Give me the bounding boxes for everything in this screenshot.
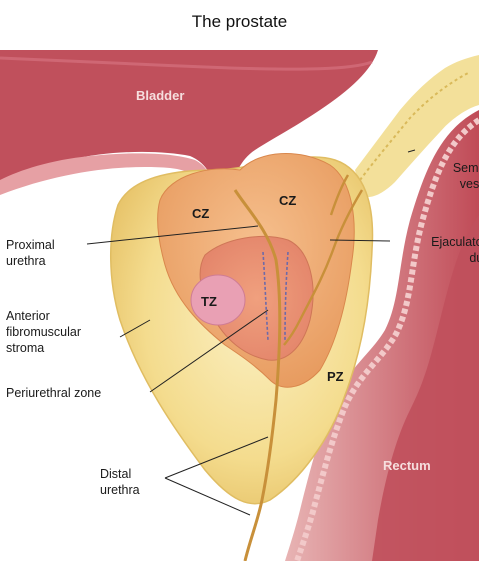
rectum-label: Rectum [383, 458, 431, 473]
zone-tz: TZ [201, 294, 217, 309]
distal-urethra-label: Distal urethra [100, 466, 140, 498]
anterior-stroma-label: Anterior fibromuscular stroma [6, 308, 81, 356]
zone-cz-right: CZ [279, 193, 296, 208]
zone-cz-left: CZ [192, 206, 209, 221]
zone-pz: PZ [327, 369, 344, 384]
periurethral-zone-label: Periurethral zone [6, 385, 101, 401]
tz-nodule [191, 275, 245, 325]
proximal-urethra-label: Proximal urethra [6, 237, 55, 269]
ejaculatory-duct-label: Ejaculatory duct [393, 234, 479, 266]
figure-title: The prostate [0, 12, 479, 32]
bladder-label: Bladder [136, 88, 184, 103]
seminal-vesicle-label: Seminal vesicle [418, 160, 479, 192]
